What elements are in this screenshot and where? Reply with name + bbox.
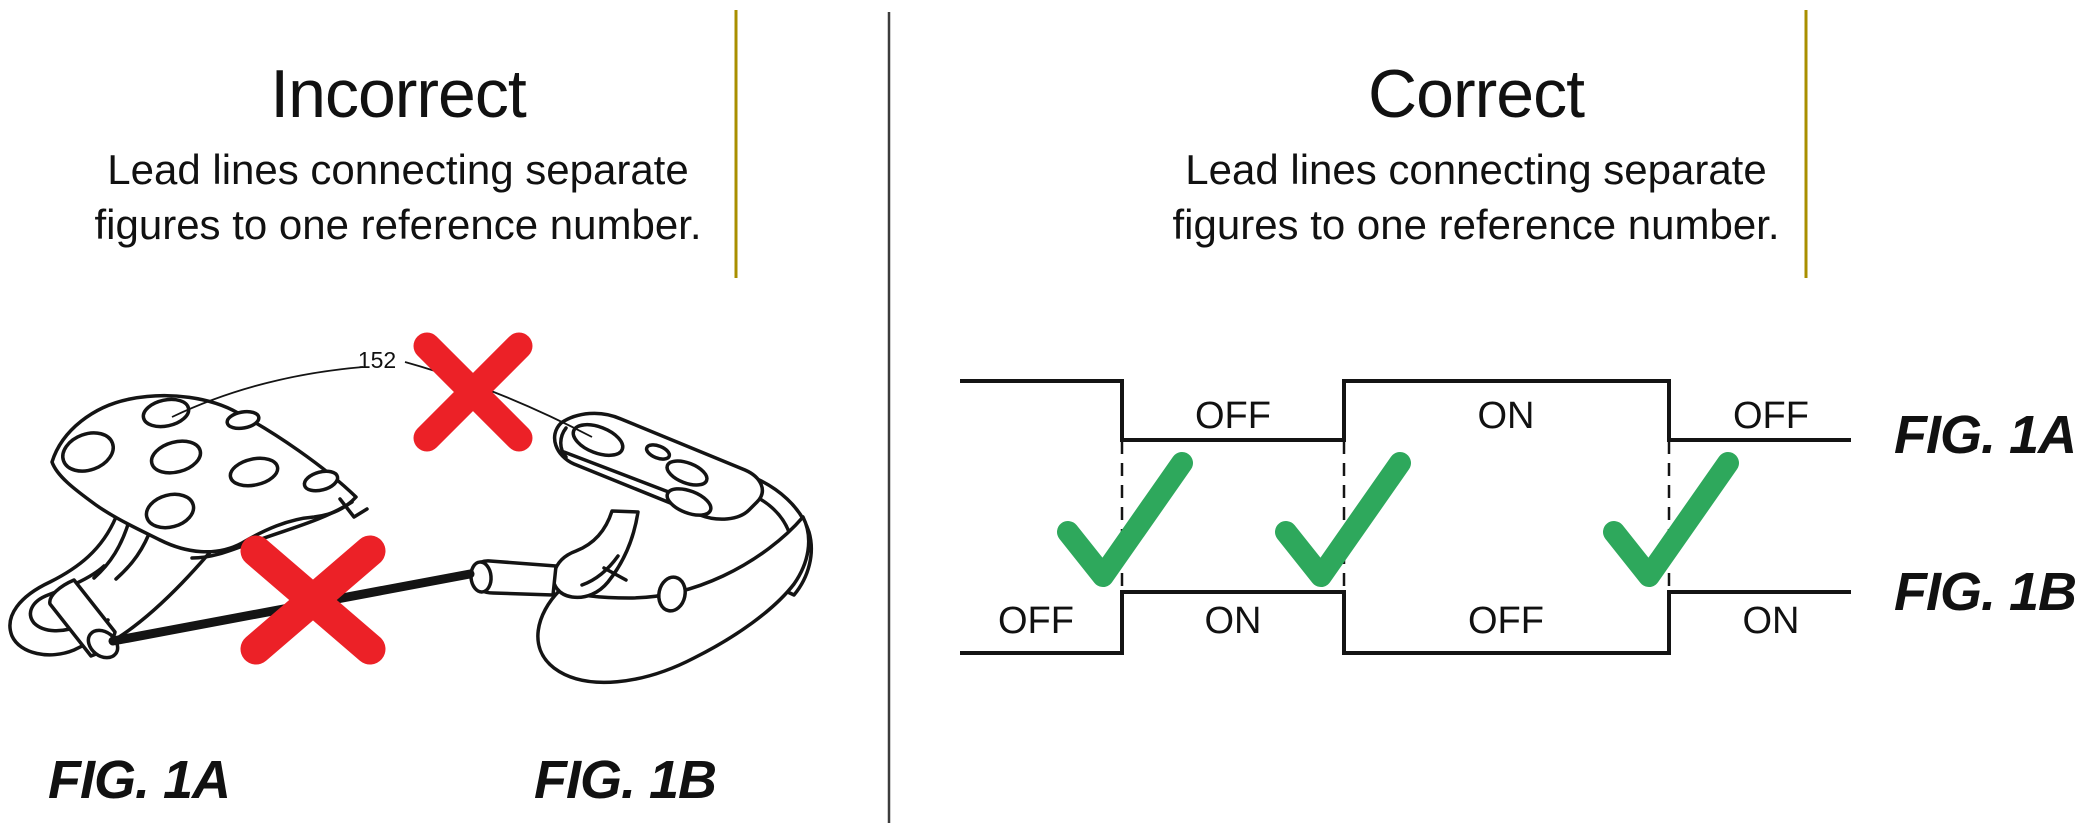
fig-1b-label-right: FIG. 1B <box>1894 562 2076 622</box>
waveform-a-state-1: OFF <box>1195 395 1271 437</box>
hinge-a-hole-6 <box>228 456 280 488</box>
green-check-mark-2 <box>1275 452 1411 587</box>
correct-panel: Correct Lead lines connecting separate f… <box>960 10 2077 655</box>
hinge-b-arm-inner-line <box>580 554 620 587</box>
red-x-mark-bottom <box>240 535 386 665</box>
hinge-a-plate-right-tab <box>338 497 369 519</box>
correct-title: Correct <box>1368 56 1585 132</box>
correct-subtitle-line2: figures to one reference number. <box>1172 201 1779 248</box>
hinge-a-hole-2 <box>141 397 191 429</box>
figure-1a-hinge-drawing <box>8 393 369 660</box>
hinge-b-hole-2 <box>644 443 672 461</box>
fig-1b-label-left: FIG. 1B <box>534 750 716 810</box>
hinge-a-hole-3 <box>149 439 203 475</box>
waveform-b-state-4: ON <box>1743 600 1800 642</box>
lead-line-to-fig1a <box>171 366 364 418</box>
green-check-3-stroke <box>1603 452 1739 587</box>
fig-1a-label-right: FIG. 1A <box>1894 405 2076 465</box>
hinge-a-hole-7 <box>302 469 340 493</box>
green-check-2-stroke <box>1275 452 1411 587</box>
green-check-1-stroke <box>1057 452 1193 587</box>
waveform-a-state-3: OFF <box>1733 395 1809 437</box>
red-x-top-strokes <box>413 332 533 452</box>
hinge-b-arm-notch-line <box>602 566 628 582</box>
waveform-fig1b <box>960 590 1851 655</box>
hinge-b-hole-3 <box>665 459 709 487</box>
figure-1b-hinge-drawing <box>469 411 814 685</box>
hinge-a-hole-5 <box>225 409 261 431</box>
hinge-b-hole-4 <box>665 487 713 517</box>
incorrect-subtitle-line1: Lead lines connecting separate <box>107 146 688 193</box>
hinge-a-hole-4 <box>144 492 196 530</box>
hinge-b-hole-1 <box>571 422 625 458</box>
hinge-a-hook-inner-edge <box>28 564 106 633</box>
incorrect-panel: Incorrect Lead lines connecting separate… <box>8 10 814 810</box>
green-check-mark-1 <box>1057 452 1193 587</box>
transition-dashed-lines <box>1120 441 1671 591</box>
lead-line-to-fig1b <box>404 361 593 438</box>
hinge-b-plate-left-cap <box>559 426 568 459</box>
waveform-b-state-3: OFF <box>1468 600 1544 642</box>
incorrect-title: Incorrect <box>270 56 527 132</box>
fig-1a-label-left: FIG. 1A <box>48 750 230 810</box>
incorrect-subtitle-line2: figures to one reference number. <box>94 201 701 248</box>
hinge-b-body-hole <box>657 575 687 613</box>
red-x-bottom-strokes <box>240 535 386 665</box>
correct-subtitle-line1: Lead lines connecting separate <box>1185 146 1766 193</box>
green-check-mark-3 <box>1603 452 1739 587</box>
waveform-b-state-2: ON <box>1205 600 1262 642</box>
hinge-a-pin-end-cap <box>86 628 120 660</box>
hinge-b-arm-strap <box>551 509 640 600</box>
waveform-fig1a <box>960 379 1851 442</box>
waveform-b-state-1: OFF <box>998 600 1074 642</box>
reference-number-152: 152 <box>358 347 396 373</box>
hinge-a-hole-1 <box>61 431 115 473</box>
hinge-a-saddle-plate <box>50 393 358 554</box>
waveform-a-state-2: ON <box>1478 395 1535 437</box>
red-x-mark-top <box>413 332 533 452</box>
